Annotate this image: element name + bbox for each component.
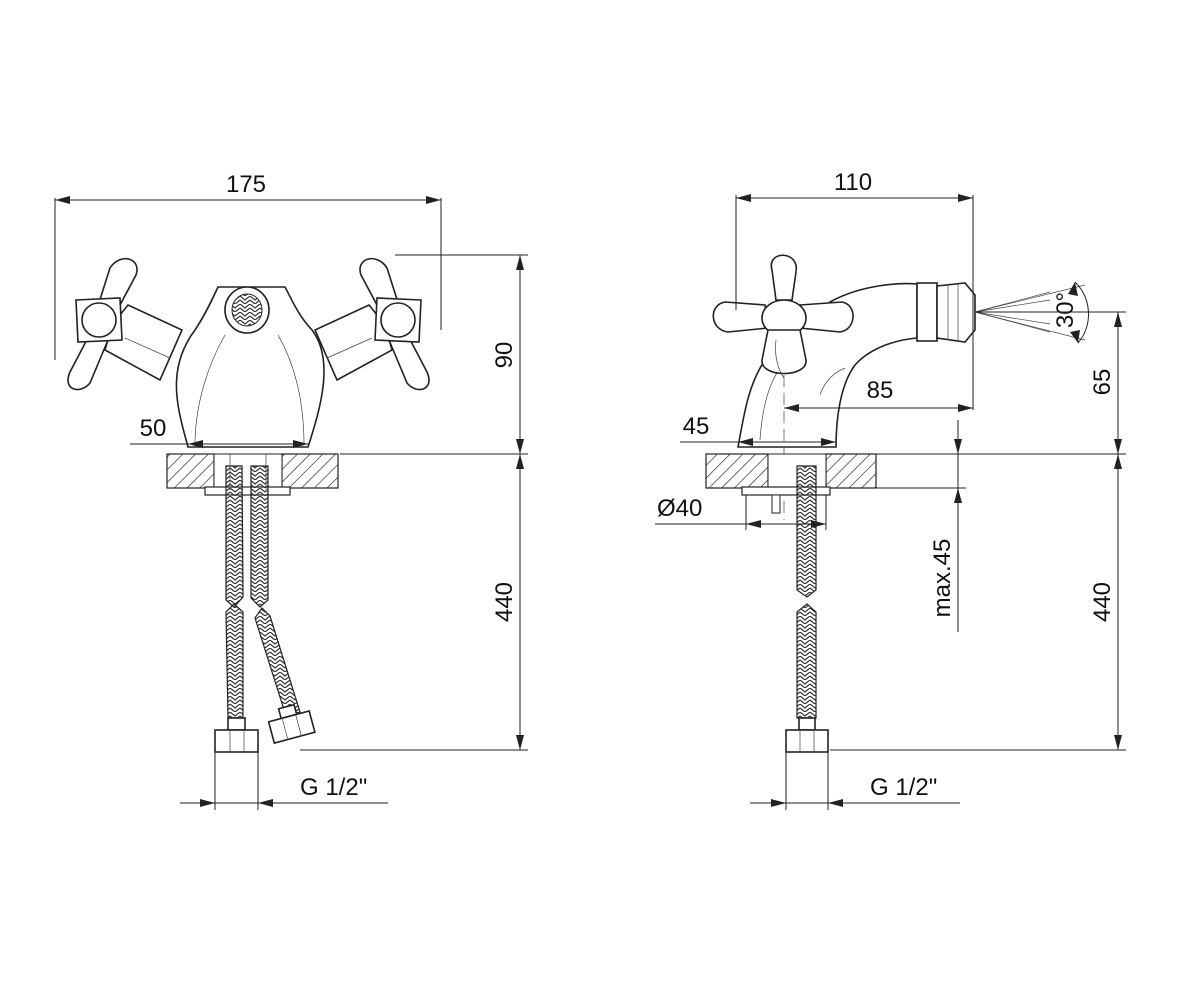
side-cross-handle [712, 254, 854, 379]
side-dim-max-thickness: max.45 [929, 539, 956, 618]
front-hose-right-lower [254, 607, 301, 717]
front-hose-left-lower [225, 603, 244, 719]
front-right-cross-handle [359, 257, 430, 391]
side-dim-connection: G 1/2" [870, 774, 937, 801]
side-dim-angle: 30° [1052, 292, 1079, 328]
front-countertop [166, 453, 215, 489]
front-body [175, 286, 325, 448]
front-dim-spout: 50 [140, 415, 167, 442]
side-dim-height: 65 [1089, 369, 1116, 396]
front-hose-left-upper [225, 465, 244, 608]
side-dim-diameter: Ø40 [657, 495, 702, 522]
side-countertop [705, 453, 769, 489]
side-hose-upper [796, 465, 817, 598]
side-dim-base: 45 [683, 413, 710, 440]
front-nut-right [267, 709, 316, 745]
front-nut-left [214, 729, 259, 753]
front-dim-connection: G 1/2" [300, 774, 367, 801]
front-dim-height: 90 [491, 342, 518, 369]
side-aerator [916, 282, 976, 343]
side-dim-depth: 110 [834, 169, 872, 196]
side-spout-body [737, 282, 918, 448]
front-view: 175 90 50 440 G 1/2" [54, 171, 528, 810]
side-nut [785, 729, 829, 753]
side-view: 30° 110 85 65 [655, 169, 1126, 810]
front-dim-width: 175 [226, 171, 266, 198]
front-left-cross-handle [67, 257, 138, 391]
side-dim-hose-length: 440 [1089, 582, 1116, 622]
front-body-contour [194, 334, 305, 446]
front-dim-hose-length: 440 [491, 582, 518, 622]
front-hose-right-upper [250, 465, 269, 608]
side-dim-reach: 85 [867, 377, 894, 404]
side-hose-lower [796, 603, 817, 719]
